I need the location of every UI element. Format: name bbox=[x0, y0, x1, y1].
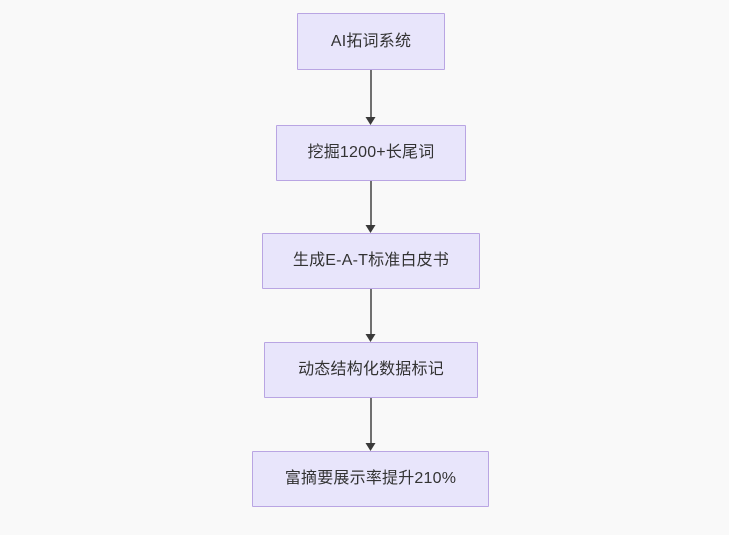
arrowhead-down-icon bbox=[365, 333, 376, 342]
flow-node-n3[interactable]: 生成E-A-T标准白皮书 bbox=[262, 233, 480, 289]
arrowhead-down-icon bbox=[365, 224, 376, 233]
flow-node-n4[interactable]: 动态结构化数据标记 bbox=[264, 342, 478, 398]
edge-line bbox=[370, 181, 372, 225]
flow-node-label: 挖掘1200+长尾词 bbox=[307, 144, 435, 161]
flow-node-label: AI拓词系统 bbox=[330, 32, 412, 50]
edge-line bbox=[370, 289, 372, 334]
flow-node-label: 动态结构化数据标记 bbox=[298, 361, 444, 378]
edge-line bbox=[370, 70, 372, 117]
arrowhead-down-icon bbox=[365, 116, 376, 125]
flow-node-label: 生成E-A-T标准白皮书 bbox=[292, 252, 450, 269]
edge-line bbox=[370, 398, 372, 443]
arrowhead-down-icon bbox=[365, 442, 376, 451]
flow-node-n1[interactable]: AI拓词系统 bbox=[297, 13, 445, 70]
flow-node-label: 富摘要展示率提升210% bbox=[284, 470, 457, 487]
flow-node-n5[interactable]: 富摘要展示率提升210% bbox=[252, 451, 489, 507]
flow-node-n2[interactable]: 挖掘1200+长尾词 bbox=[276, 125, 466, 181]
